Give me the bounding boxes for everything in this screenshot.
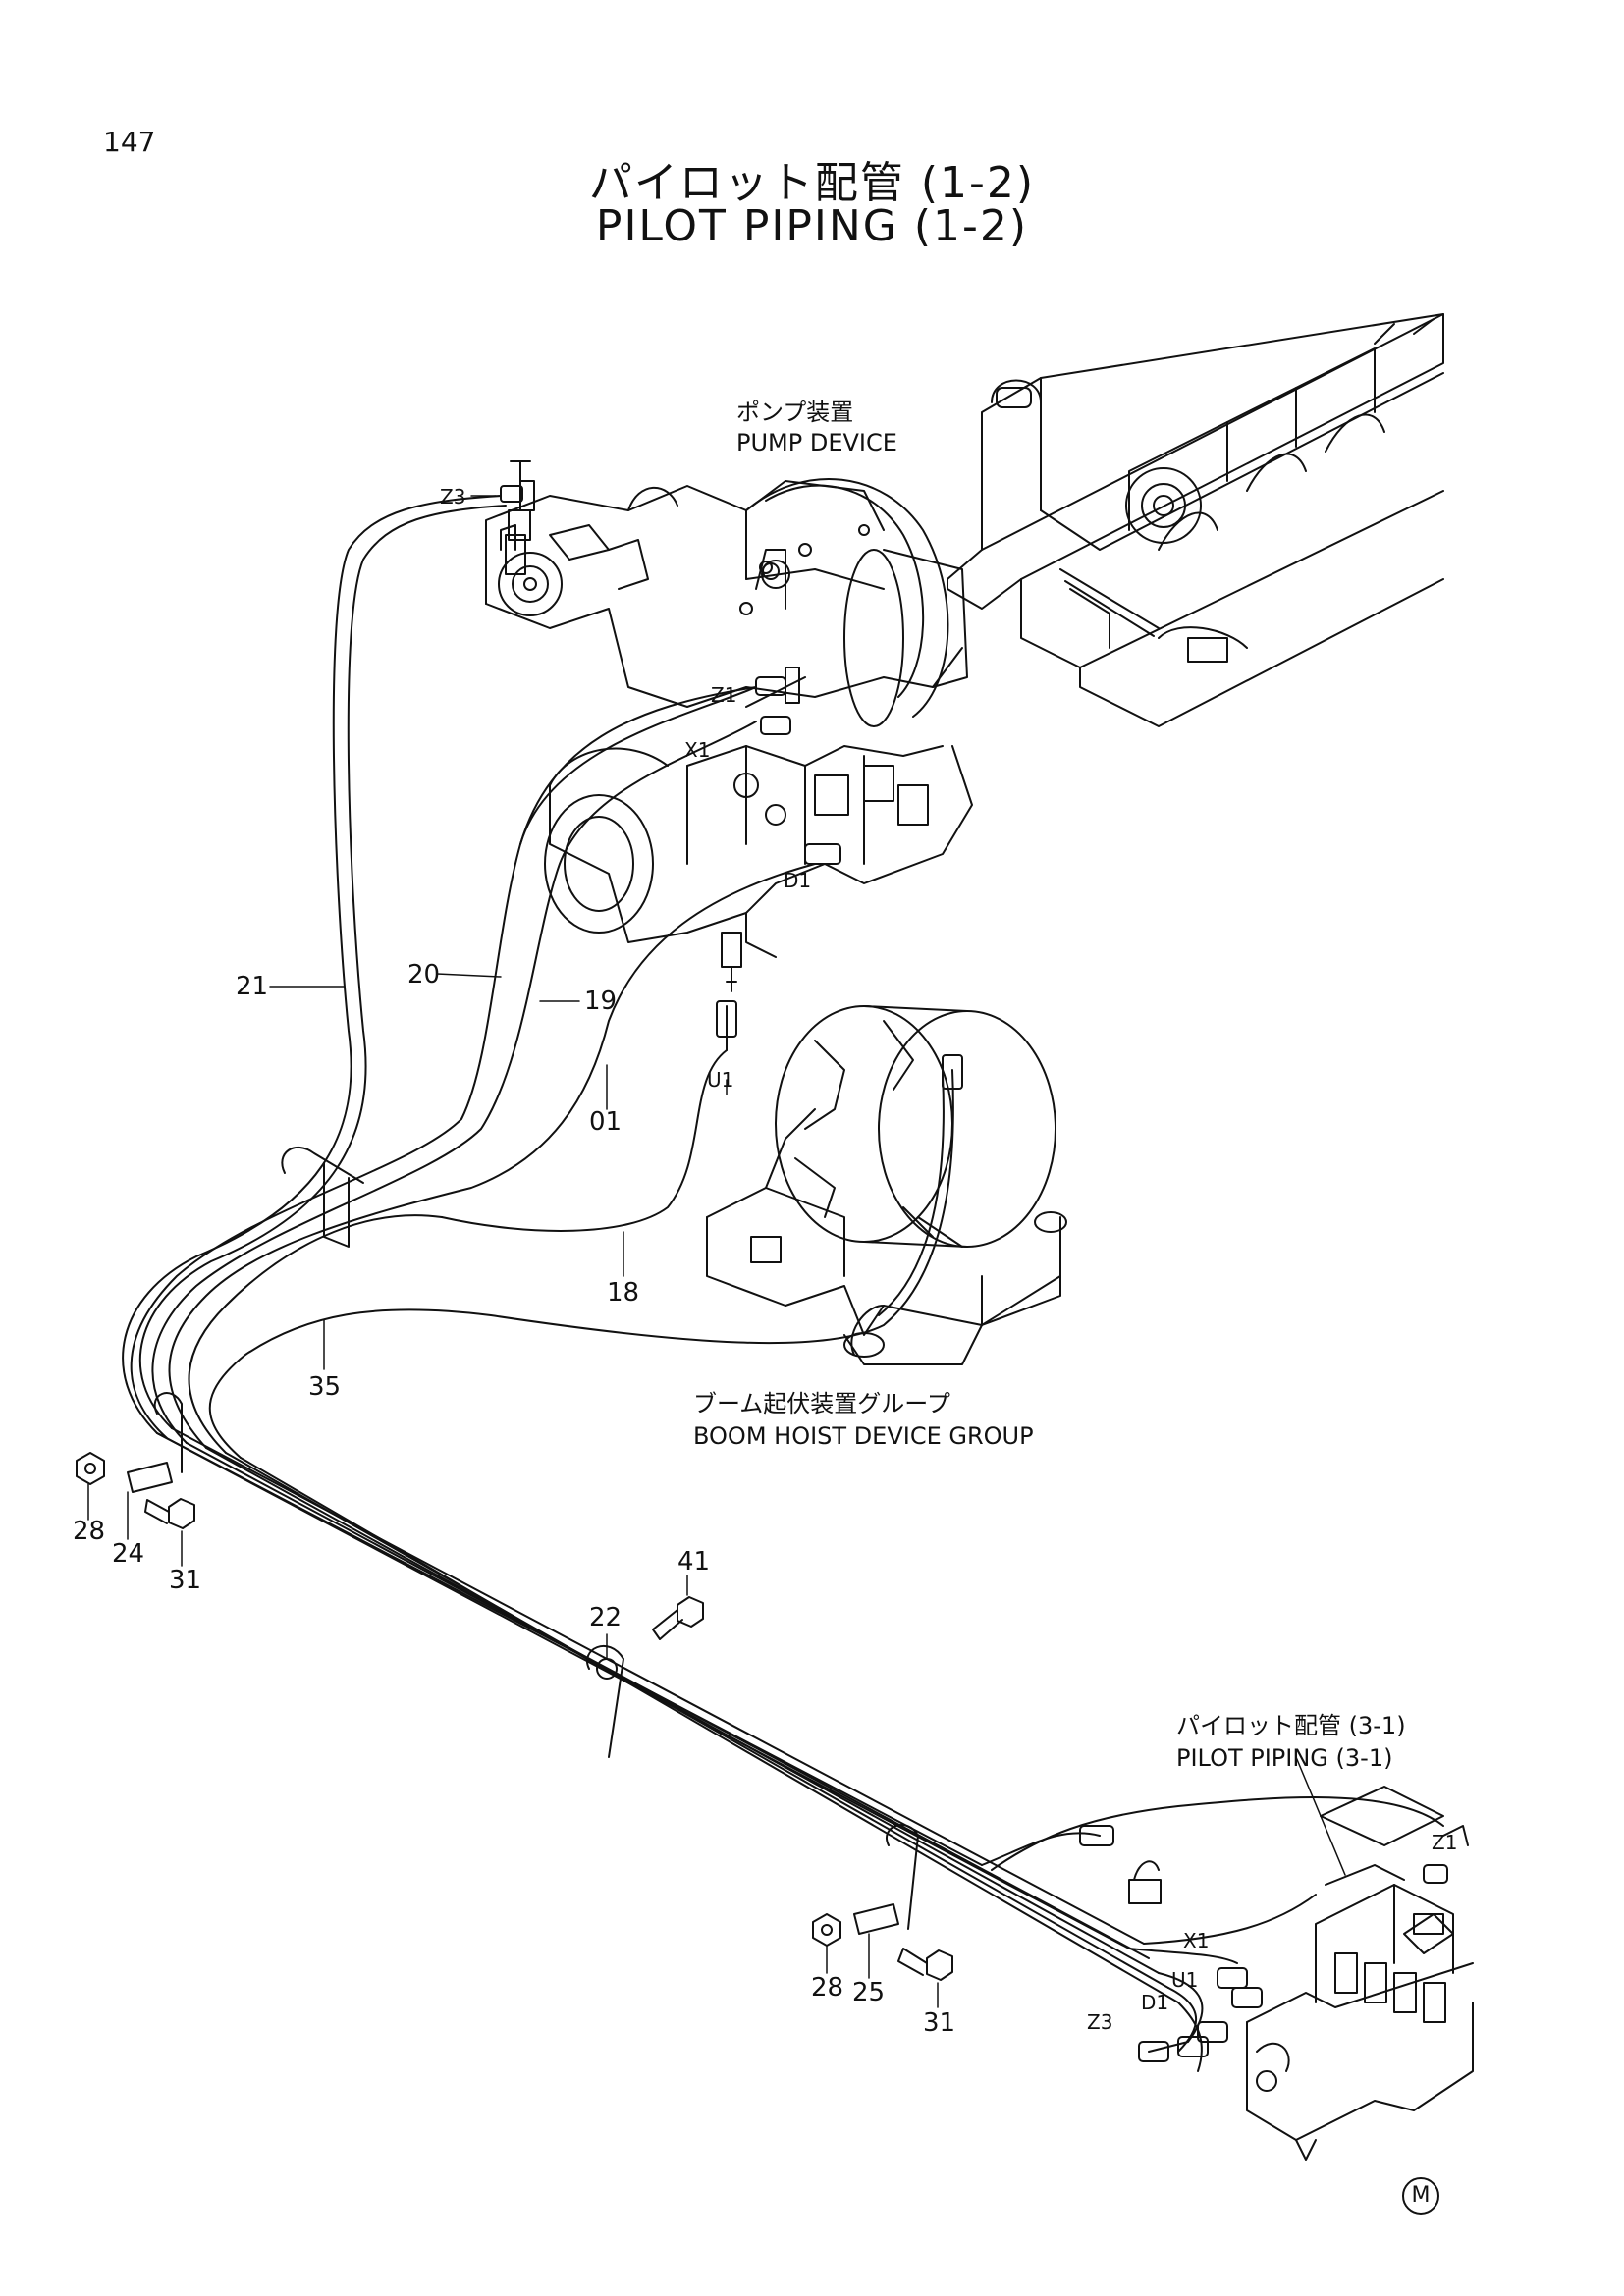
- pump-device-label-jp: ポンプ装置: [736, 399, 854, 426]
- boom-device-label-en: BOOM HOIST DEVICE GROUP: [693, 1422, 1034, 1450]
- part-number-31-bottom: 31: [923, 2008, 956, 2038]
- part-number-20: 20: [407, 960, 441, 989]
- port-label-u1-top: U1: [707, 1068, 734, 1092]
- pump-device-label-en: PUMP DEVICE: [736, 429, 897, 456]
- clamps: [127, 1147, 919, 1935]
- fittings: [500, 480, 1448, 2062]
- pilot-piping-ref-jp: パイロット配管 (3-1): [1176, 1712, 1406, 1739]
- part-number-21: 21: [236, 972, 269, 1001]
- port-label-u1-bottom: U1: [1171, 1968, 1199, 1992]
- manufacturer-logo: M: [1402, 2177, 1439, 2215]
- part-number-01: 01: [589, 1107, 623, 1137]
- page-title-en: PILOT PIPING (1-2): [595, 201, 1029, 251]
- part-number-25: 25: [852, 1978, 886, 2007]
- part-number-31-top: 31: [169, 1566, 202, 1595]
- port-label-z1-bottom: Z1: [1432, 1831, 1458, 1854]
- boom-device-label-jp: ブーム起伏装置グループ: [693, 1390, 950, 1417]
- part-number-41: 41: [677, 1547, 711, 1576]
- engine-frame-icon: [947, 313, 1444, 727]
- port-label-x1-bottom: X1: [1183, 1929, 1210, 1952]
- part-number-24: 24: [112, 1539, 145, 1569]
- port-label-z3-top: Z3: [440, 485, 466, 508]
- part-number-35: 35: [308, 1372, 342, 1402]
- port-label-z3-bottom: Z3: [1087, 2010, 1113, 2034]
- hydraulic-pump-icon: [485, 460, 973, 992]
- port-label-x1-top: X1: [684, 738, 711, 762]
- part-number-22: 22: [589, 1603, 623, 1632]
- boom-hoist-device-icon: [706, 1005, 1067, 1365]
- pilot-valve-block-icon: [1128, 1786, 1474, 2161]
- bolts: [76, 1452, 953, 1981]
- leader-lines: [87, 495, 1346, 2008]
- part-number-19: 19: [584, 987, 618, 1016]
- part-number-18: 18: [607, 1278, 640, 1308]
- pilot-pipes: [122, 495, 1444, 2072]
- port-label-d1-top: D1: [784, 869, 812, 892]
- part-number-28-bottom: 28: [811, 1973, 844, 2002]
- port-label-d1-bottom: D1: [1141, 1991, 1169, 2014]
- page-number: 147: [103, 126, 156, 158]
- port-label-z1-top: Z1: [711, 683, 737, 707]
- part-number-28-top: 28: [73, 1517, 106, 1546]
- pilot-piping-ref-en: PILOT PIPING (3-1): [1176, 1744, 1393, 1772]
- page-title-jp: パイロット配管 (1-2): [588, 158, 1036, 208]
